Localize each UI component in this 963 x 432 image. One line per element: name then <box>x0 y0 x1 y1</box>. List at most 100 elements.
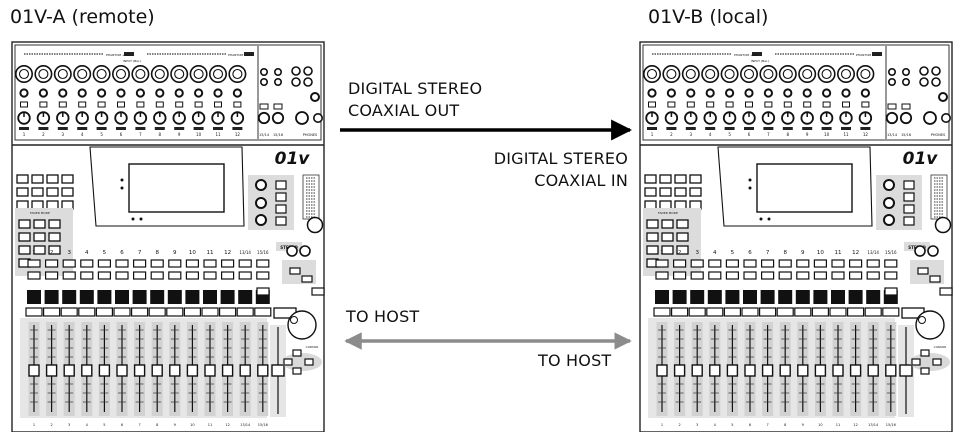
mixer-b-channel-on-key <box>689 308 705 316</box>
mixer-a-sel-key <box>186 260 198 267</box>
mixer-b-sel-key <box>814 260 826 267</box>
mixer-a-fader-bottom-number: 1 <box>33 423 35 427</box>
mixer-a-cursor-down <box>293 368 301 374</box>
mixer-a-selector-knob <box>256 198 266 208</box>
mixer-b-fader-bottom-number: 6 <box>749 423 751 427</box>
mixer-a-input-channel-number: 2 <box>42 132 45 137</box>
mixer-b-channel-strip-black <box>778 290 792 304</box>
mixer-b-stereo-jack <box>889 69 895 75</box>
mixer-b-input-channel-number: 2 <box>670 132 673 137</box>
mixer-b-channel-strip-black <box>743 290 757 304</box>
mixer-b-stereo-knob <box>901 113 911 123</box>
mixer-b-led <box>749 179 752 182</box>
mixer-a-on-key <box>239 272 251 279</box>
mixer-b-function-key <box>645 188 656 196</box>
mixer-b-strip-mark <box>744 127 754 130</box>
mixer-b-fader-cap <box>675 365 685 376</box>
mixer-a-on-key <box>186 272 198 279</box>
mixer-a-fader-channel-number: 6 <box>120 250 124 256</box>
mixer-a-xlr-jack <box>171 66 187 82</box>
mixer-a-trs-jack <box>214 89 221 96</box>
mixer-a-fader-cap <box>152 365 162 376</box>
mixer-b-xlr-jack <box>644 66 660 82</box>
mixer-b-on-key <box>779 272 791 279</box>
mixer-b-fader-cap <box>657 365 667 376</box>
mixer-a-on-key <box>134 272 146 279</box>
mixer-a-sel-key <box>257 260 269 267</box>
mixer-b-selector-knob <box>884 198 894 208</box>
mixer-a-function-key <box>62 201 73 209</box>
mixer-b-model-logo: 01v <box>903 149 939 169</box>
mixer-b-trs-jack <box>745 89 752 96</box>
mixer-b-on-key <box>726 272 738 279</box>
mixer-a-fader-channel-number: 4 <box>85 250 89 256</box>
mixer-a-on-key <box>46 272 58 279</box>
mixer-b-cursor-up <box>921 350 929 356</box>
mixer-a-cursor-left <box>284 359 292 365</box>
mixer-a-pad-switch <box>79 102 86 107</box>
mixer-b-channel-on-key <box>830 308 846 316</box>
mixer-b: PHANTOM +48VPHANTOM +48VINPUT (Bal.)1234… <box>640 42 952 432</box>
mixer-b-fader-channel-number: 8 <box>783 250 787 256</box>
mixer-a-channel-strip-black <box>45 290 59 304</box>
mixer-a-channel-strip-black <box>185 290 199 304</box>
mixer-a-sel-key <box>81 260 93 267</box>
mixer-b-sel-key <box>797 260 809 267</box>
mixer-a-rca-jack <box>304 78 312 86</box>
mixer-a-on-key <box>81 272 93 279</box>
mixer-b-fader-mode-key <box>677 220 688 228</box>
mixer-b-on-key <box>744 272 756 279</box>
mixer-a-input-channel-number: 8 <box>159 132 162 137</box>
mixer-b-cursor-right <box>933 359 941 365</box>
mixer-a-function-key <box>17 188 28 196</box>
mixer-a-sel-key <box>116 260 128 267</box>
mixer-b-fader-channel-number: 6 <box>748 250 752 256</box>
mixer-a-fader-channel-number: 10 <box>189 250 196 256</box>
mixer-b-trs-jack <box>842 89 849 96</box>
mixer-b-stereo-jack <box>903 69 909 75</box>
mixer-b-fader-cap <box>727 365 737 376</box>
mixer-b-fader-mode-label: FADER MODE <box>658 211 678 215</box>
mixer-b-cursor-label: CURSOR <box>934 345 947 349</box>
mixer-a-fader-cap <box>29 365 39 376</box>
mixer-a-fader-channel-number: 11 <box>207 250 214 256</box>
mixer-a-phantom-label-2: PHANTOM +48V <box>228 53 253 57</box>
mixer-b-xlr-jack <box>683 66 699 82</box>
mixer-a-fader-cap <box>117 365 127 376</box>
mixer-a-channel-on-key <box>255 308 271 316</box>
mixer-b-fader-bottom-number: 1 <box>661 423 663 427</box>
mixer-b-channel-on-key <box>707 308 723 316</box>
mixer-b-function-key <box>645 201 656 209</box>
mixer-b-sel-key <box>674 260 686 267</box>
mixer-a-trs-jack <box>79 89 86 96</box>
mixer-a-channel-on-key <box>79 308 95 316</box>
mixer-b-xlr-jack <box>857 66 873 82</box>
mixer-b-pad-switch <box>843 102 850 107</box>
mixer-a-fader-cap <box>223 365 233 376</box>
mixer-b-fader-channel-number: 5 <box>731 250 735 256</box>
mixer-b-sel-key <box>744 260 756 267</box>
mixer-b-trs-jack <box>648 89 655 96</box>
mixer-b-xlr-jack <box>741 66 757 82</box>
mixer-b-on-key <box>867 272 879 279</box>
mixer-a-function-key <box>47 201 58 209</box>
mixer-a-pad-switch <box>234 102 241 107</box>
mixer-a-input-channel-number: 4 <box>81 132 84 137</box>
mixer-a-function-key <box>62 188 73 196</box>
mixer-b-pad-switch <box>649 102 656 107</box>
mixer-a-led <box>140 218 143 221</box>
mixer-a-xlr-jack <box>55 66 71 82</box>
mixer-a-channel-strip-black <box>238 290 252 304</box>
mixer-a-input-channel-number: 10 <box>196 132 202 137</box>
mixer-a-selector-key <box>276 217 286 225</box>
mixer-b-sel-key <box>762 260 774 267</box>
mixer-a-channel-on-key <box>132 308 148 316</box>
mixer-b-sel-key <box>779 260 791 267</box>
mixer-b-fader-channel-number: 11 <box>835 250 842 256</box>
mixer-b-trs-jack <box>804 89 811 96</box>
mixer-b-led <box>749 187 752 190</box>
mixer-a-channel-strip-black <box>221 290 235 304</box>
mixer-b-selector-key <box>904 217 914 225</box>
mixer-a-function-key <box>47 175 58 183</box>
mixer-a-stereo-jack <box>261 79 267 85</box>
